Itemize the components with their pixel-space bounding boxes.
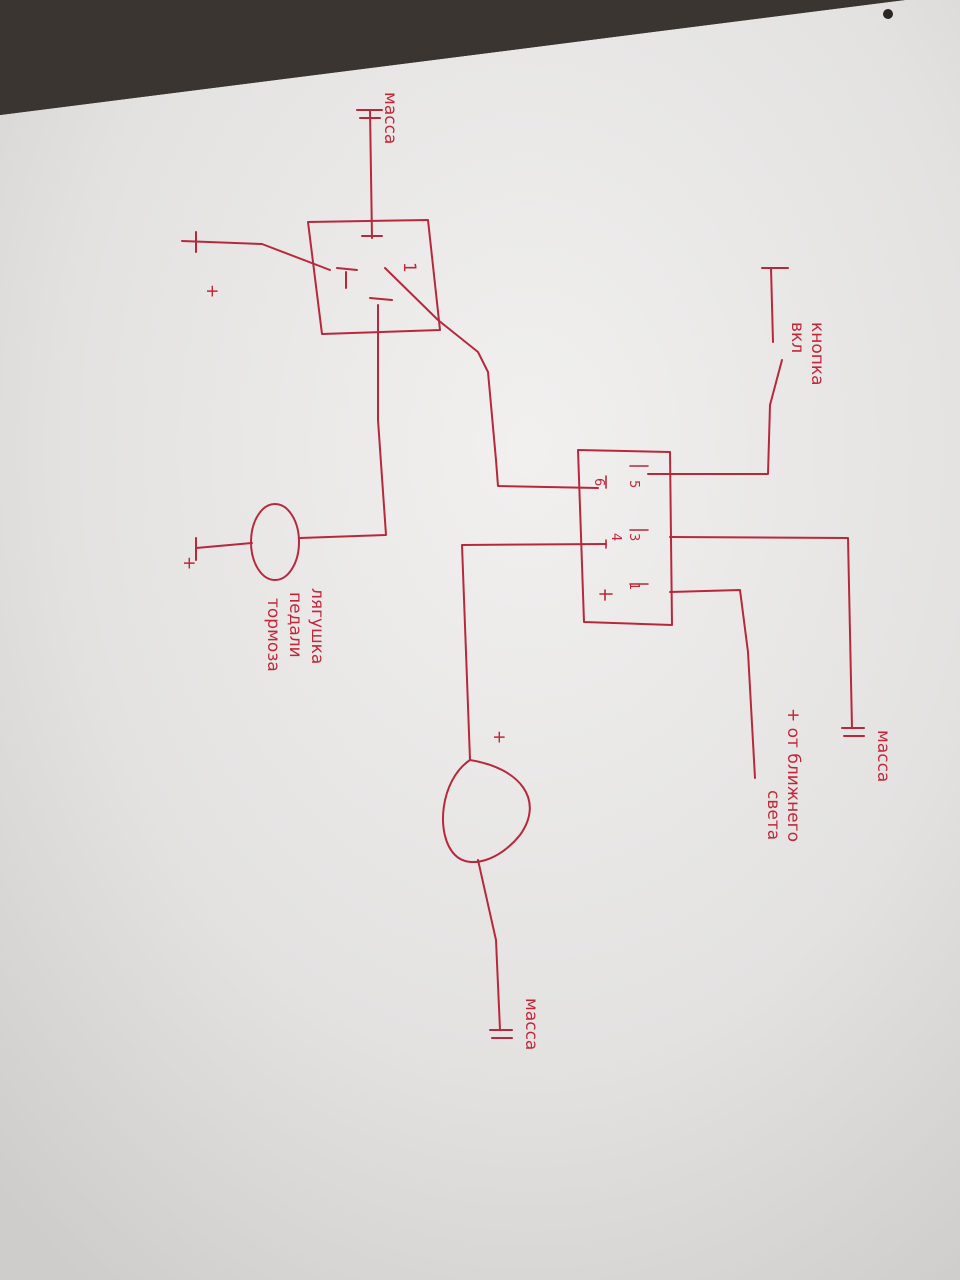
brake-label-line2: педали xyxy=(285,592,305,658)
pin-4-label: 4 xyxy=(608,533,623,541)
lamp-plus-label: + xyxy=(489,730,509,744)
module-box xyxy=(577,449,673,626)
pin-5-label: 5 xyxy=(626,480,641,488)
relay-contact-b xyxy=(336,267,358,271)
pin-3-label: 3 xyxy=(626,533,641,541)
low-beam-wire xyxy=(669,589,756,779)
low-beam-label-line1: + от ближнего xyxy=(783,708,803,842)
push-button xyxy=(761,267,789,406)
lamp xyxy=(442,759,531,1039)
relay-plus-label: + xyxy=(202,284,222,298)
lamp-wire xyxy=(461,543,607,761)
button-wire xyxy=(647,404,771,475)
relay-ground-wire xyxy=(369,109,373,239)
brake-plus-wire xyxy=(195,542,253,549)
screw-mark xyxy=(883,9,893,19)
relay-box xyxy=(307,219,441,335)
brake-plus-label: + xyxy=(179,556,199,570)
lamp-ground-wire xyxy=(477,859,501,1031)
pin-6-label: 6 xyxy=(591,478,606,486)
relay: + 1 xyxy=(181,109,599,539)
relay-plus-wire xyxy=(181,240,331,271)
relay-contact-c xyxy=(369,297,393,301)
module-ground-label: масса xyxy=(873,730,893,782)
relay-ground-label: масса xyxy=(380,92,400,144)
brake-label-line1: лягушка xyxy=(307,588,327,664)
button-label-line2: вкл xyxy=(787,322,807,353)
pin-1-label: 1 xyxy=(626,582,641,590)
relay-output-wire xyxy=(384,267,599,489)
relay-brake-wire xyxy=(299,304,387,539)
button-lead xyxy=(770,267,774,343)
button-contact xyxy=(769,359,783,406)
paper-top-shadow xyxy=(0,0,905,115)
brake-switch: + xyxy=(179,503,300,581)
button-label-line1: кнопка xyxy=(807,322,827,386)
module-ground-wire xyxy=(669,536,853,729)
lamp-ground-label: масса xyxy=(521,998,541,1050)
low-beam-label-line2: света xyxy=(763,790,783,840)
relay-mark: 1 xyxy=(399,262,419,273)
module: 5 6 3 4 1 xyxy=(577,449,673,626)
lamp-body xyxy=(442,759,531,864)
brake-label-line3: тормоза xyxy=(263,598,283,672)
brake-switch-body xyxy=(250,503,300,581)
